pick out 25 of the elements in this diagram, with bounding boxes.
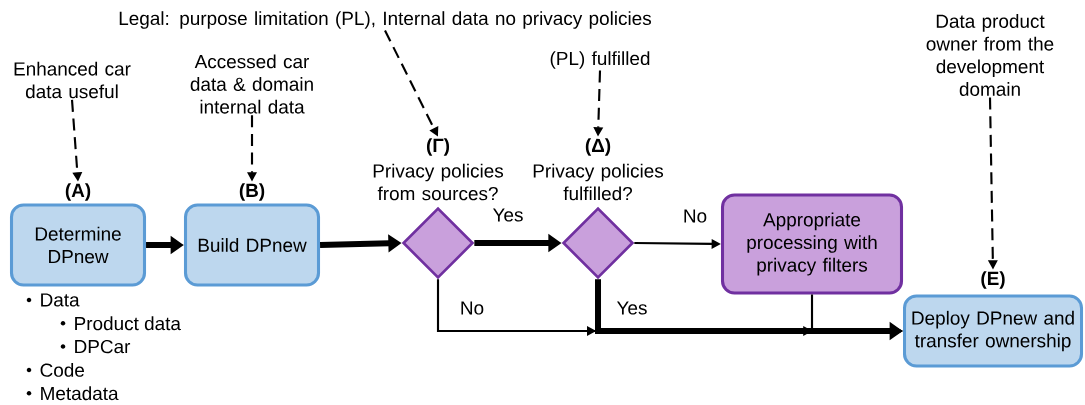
process-box: Build DPnew [183,203,321,287]
annotation-text: Enhanced car data useful [14,61,131,99]
annotation-text: Legal: purpose limitation (PL), Internal data no privacy policies [119,11,651,29]
edge-label: No [458,300,486,316]
step-label: (A) [65,183,91,201]
list-item: Data [26,293,80,307]
annotation-text: Data product owner from the development domain [926,14,1054,96]
process-box: Deploy DPnew and transfer ownership [902,294,1084,368]
step-label: (Δ) [585,138,611,156]
step-label: (E) [981,271,1005,289]
step-label: (Γ) [426,138,450,156]
list-item: Code [26,362,84,377]
edge-label: No [681,208,709,224]
list-item: Metadata [26,386,119,401]
list-item: DPCar [60,339,131,354]
edge-label: Yes [615,300,649,316]
annotation-text: (PL) fulfilled [550,51,650,69]
question-text: Privacy policies fulfilled? [533,163,664,201]
step-label: (B) [239,183,265,201]
process-box: Determine DPnew [9,203,147,287]
annotation-text: Accessed car data & domain internal data [190,54,313,114]
process-box: Appropriate processing with privacy filters [720,193,904,295]
edge-label: Yes [491,207,525,223]
question-text: Privacy policies from sources? [373,163,504,201]
list-item: Product data [60,316,181,331]
